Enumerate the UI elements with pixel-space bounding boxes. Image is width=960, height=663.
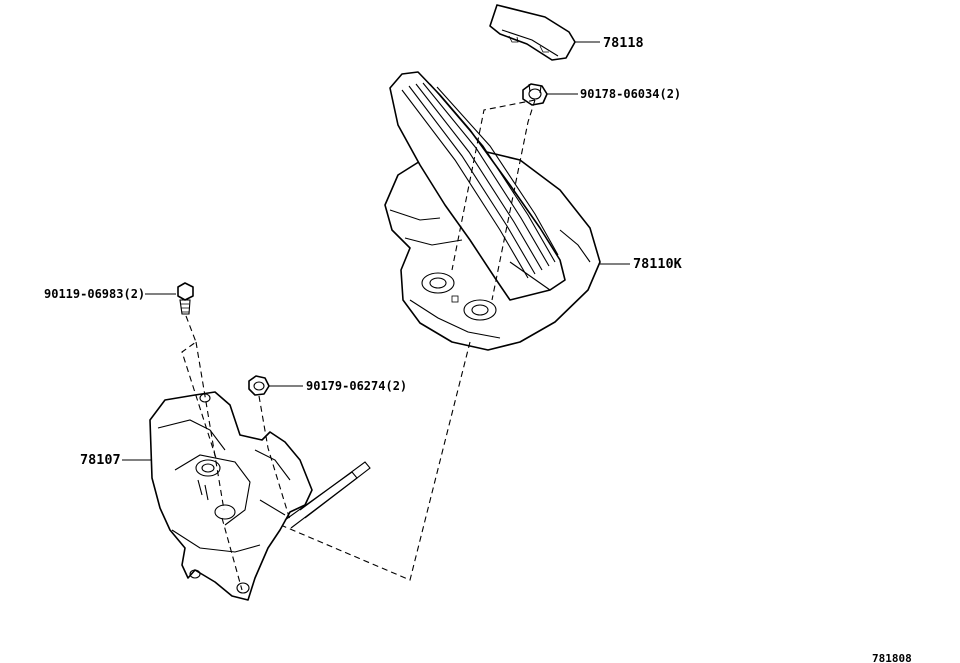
bracket-mount-nut-part[interactable] — [248, 375, 270, 396]
bracket-part-number: 78107 — [80, 452, 121, 468]
pedal-nut-part-number: 90178-06034(2) — [580, 87, 681, 101]
pedal-mount-nut-part[interactable] — [522, 83, 548, 106]
pedal-bracket-part[interactable] — [149, 391, 371, 601]
pedal-assembly-part-number: 78110K — [633, 256, 683, 272]
pedal-pad-cover-part[interactable] — [489, 4, 576, 61]
bracket-bolt-part-number: 90119-06983(2) — [44, 287, 145, 301]
pad-cover-part-number: 78118 — [603, 35, 644, 51]
bracket-nut-part-number: 90179-06274(2) — [306, 379, 407, 393]
accelerator-pedal-assembly-part[interactable] — [384, 71, 601, 351]
bracket-mount-bolt-part[interactable] — [177, 282, 194, 315]
figure-id: 781808 — [872, 652, 912, 663]
